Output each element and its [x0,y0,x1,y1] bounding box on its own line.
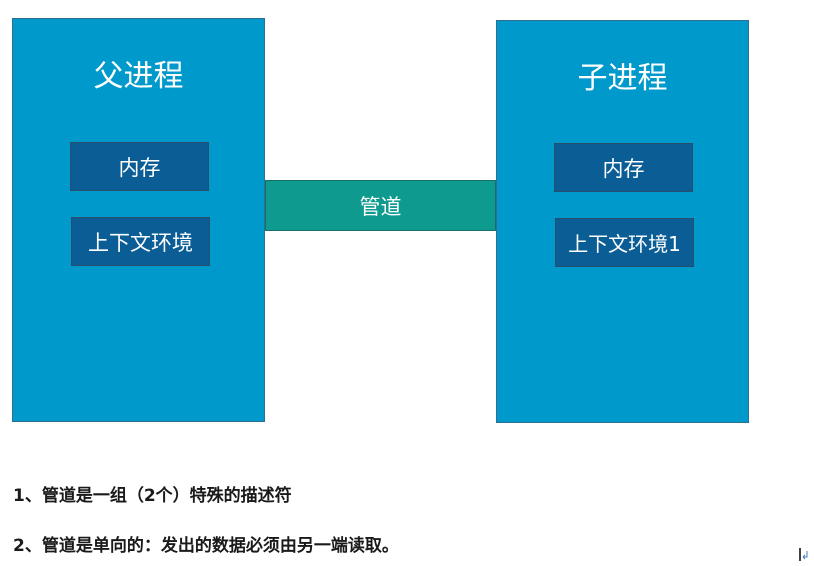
parent-context-box: 上下文环境 [71,217,210,266]
note-line-1: 1、管道是一组（2个）特殊的描述符 [13,486,292,506]
child-process-title: 子进程 [577,61,668,96]
parent-process-box: 父进程 内存 上下文环境 [12,18,265,422]
child-memory-box: 内存 [554,143,693,192]
note-line-2: 2、管道是单向的：发出的数据必须由另一端读取。 [13,536,399,556]
child-process-box: 子进程 内存 上下文环境1 [496,20,749,423]
parent-memory-box: 内存 [70,142,209,191]
parent-process-title: 父进程 [93,59,184,94]
pipe-box: 管道 [265,180,496,231]
child-context-box: 上下文环境1 [555,218,694,267]
text-cursor-icon [799,548,808,561]
